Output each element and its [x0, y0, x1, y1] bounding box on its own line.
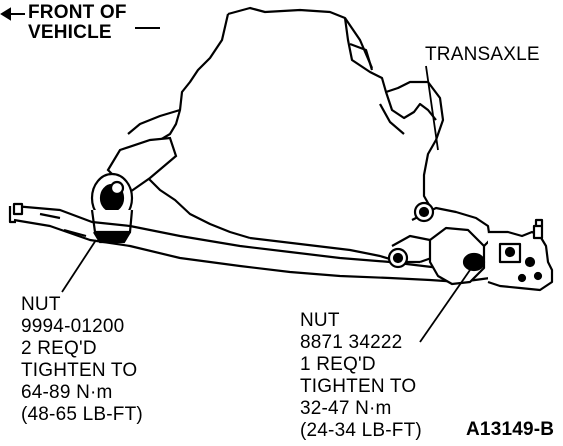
left-nut-torque-metric: 64-89 N·m [21, 382, 113, 403]
left-nut-line: NUT [21, 294, 61, 315]
right-nut-torque-metric: 32-47 N·m [300, 398, 392, 419]
transaxle-housing [127, 6, 448, 264]
right-nut-line: NUT [300, 310, 340, 331]
front-direction-arrow [0, 7, 160, 29]
front-label-line1: FRONT OF [28, 2, 127, 23]
left-nut-instruction: TIGHTEN TO [21, 360, 138, 381]
right-nut-part-number: 8871 34222 [300, 332, 403, 353]
front-label-line2: VEHICLE [28, 22, 112, 43]
front-of-vehicle-label: FRONT OF VEHICLE [28, 3, 127, 43]
right-nut-quantity: 1 REQ'D [300, 354, 376, 375]
left-nut-quantity: 2 REQ'D [21, 338, 97, 359]
figure-id-label: A13149-B [466, 419, 555, 440]
callout-leader-lines [61, 65, 471, 343]
right-nut-instruction: TIGHTEN TO [300, 376, 417, 397]
left-nut-torque-imperial: (48-65 LB-FT) [21, 404, 143, 425]
left-nut-callout: NUT 9994-01200 2 REQ'D TIGHTEN TO 64-89 … [21, 294, 143, 426]
left-mount-bracket [90, 136, 178, 244]
left-nut-part-number: 9994-01200 [21, 316, 125, 337]
crossmember-beam [8, 202, 491, 284]
right-mount-bracket [387, 201, 554, 292]
right-nut-callout: NUT 8871 34222 1 REQ'D TIGHTEN TO 32-47 … [300, 310, 422, 442]
transaxle-label: TRANSAXLE [425, 44, 540, 65]
right-nut-torque-imperial: (24-34 LB-FT) [300, 420, 422, 441]
